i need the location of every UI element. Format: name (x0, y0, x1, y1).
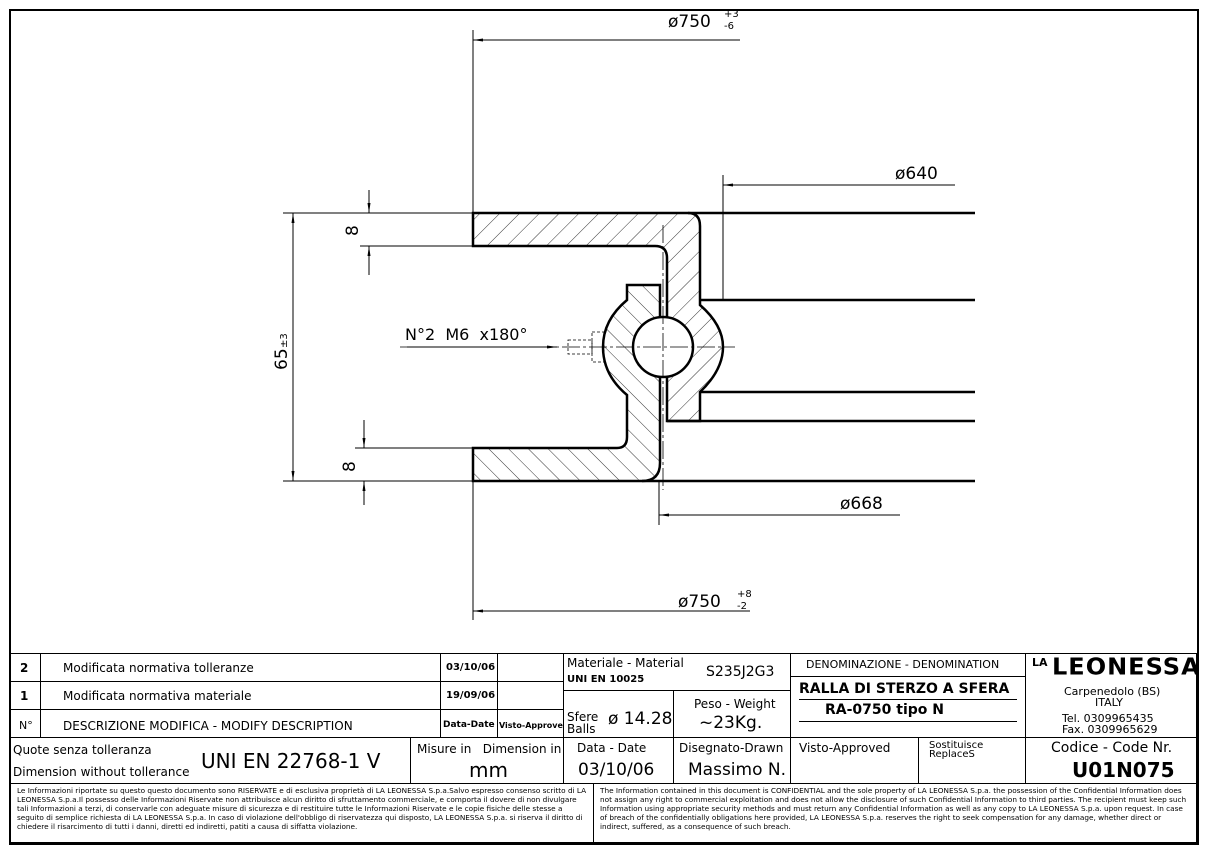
drawn-cell: Disegnato-Drawn Massimo N. (673, 737, 791, 784)
code-cell: Codice - Code Nr. U01N075 (1025, 737, 1197, 784)
inner-ring-section (471, 283, 662, 483)
drawing-frame (9, 9, 1199, 845)
rev-header-date: Data-Date (443, 720, 495, 730)
balls-label-it: Sfere (567, 710, 599, 724)
company-tel: Tel. 0309965435 (1062, 712, 1154, 725)
dim-top-750-tol-up: +3 (724, 9, 739, 20)
material-value: S235J2G3 (706, 664, 775, 680)
rev-date-cell: 19/09/06 (440, 681, 498, 710)
units-value: mm (469, 758, 508, 782)
replaces-cell: Sostituisce ReplaceS (918, 737, 1026, 784)
rev-description: Modificata normativa tolleranze (63, 661, 254, 675)
balls-value: ø 14.28 (608, 709, 673, 729)
rev-header-approved-cell: Visto-Approved (497, 709, 564, 738)
rev-header-desc-cell: DESCRIZIONE MODIFICA - MODIFY DESCRIPTIO… (40, 709, 441, 738)
dim-668: ø668 (840, 494, 883, 514)
balls-cell: Sfere Balls ø 14.28 (563, 690, 674, 738)
logo-text: LEONESSA (1052, 653, 1197, 681)
denomination-cell: DENOMINAZIONE - DENOMINATION RALLA DI ST… (790, 653, 1026, 738)
approved-label: Visto-Approved (799, 741, 891, 755)
rev-no: 2 (20, 661, 29, 675)
rev-desc-cell: Modificata normativa materiale (40, 681, 441, 710)
dim-height: 65 (272, 348, 292, 370)
material-label: Materiale - Material (567, 656, 684, 670)
drawn-label: Disegnato-Drawn (679, 741, 784, 755)
units-cell: Misure in Dimension in mm (410, 737, 564, 784)
rev-approved-cell (497, 653, 564, 682)
logo-small: LA (1032, 656, 1048, 669)
dim-top-750-tol-down: -6 (724, 21, 734, 32)
rev-header-no-cell: N° (10, 709, 41, 738)
threaded-hole-hidden (567, 331, 605, 363)
material-cell: Materiale - Material UNI EN 10025 S235J2… (563, 653, 791, 691)
dim-bottom-750-tol-down: -2 (737, 601, 747, 612)
denomination-line1: RALLA DI STERZO A SFERA (799, 681, 1010, 697)
approved-cell: Visto-Approved (790, 737, 919, 784)
date-label: Data - Date (577, 741, 647, 755)
balls-label-en: Balls (567, 722, 596, 736)
denomination-line2: RA-0750 tipo N (825, 702, 944, 718)
tolerance-label-en: Dimension without tollerance (13, 765, 190, 779)
dim-top-750: ø750 (668, 12, 711, 32)
rev-date: 19/09/06 (446, 690, 496, 701)
replaces-label-en: ReplaceS (929, 749, 975, 760)
weight-cell: Peso - Weight ~23Kg. (673, 690, 791, 738)
disclaimer-italian: Le Informazioni riportate su questo ques… (10, 783, 594, 843)
holes-note: N°2 M6 x180° (405, 325, 527, 344)
company-city: Carpenedolo (BS) (1064, 685, 1161, 698)
code-label: Codice - Code Nr. (1051, 740, 1173, 756)
rev-date: 03/10/06 (446, 662, 496, 673)
date-cell: Data - Date 03/10/06 (563, 737, 674, 784)
dim-height-tol: ±3 (279, 333, 290, 348)
rev-desc-cell: Modificata normativa tolleranze (40, 653, 441, 682)
company-fax: Fax. 0309965629 (1062, 723, 1158, 736)
dim-flange-top: 8 (343, 225, 363, 236)
weight-value: ~23Kg. (699, 713, 763, 733)
rev-description: Modificata normativa materiale (63, 689, 252, 703)
outer-ring-section (471, 211, 725, 423)
replaces-label-it: Sostituisce (929, 740, 984, 751)
material-standard: UNI EN 10025 (567, 674, 645, 685)
tolerance-standard: UNI EN 22768-1 V (201, 749, 381, 773)
code-value: U01N075 (1072, 758, 1175, 782)
denomination-label: DENOMINAZIONE - DENOMINATION (806, 658, 1000, 671)
rev-header-description: DESCRIZIONE MODIFICA - MODIFY DESCRIPTIO… (63, 719, 353, 733)
rev-header-no: N° (19, 719, 33, 732)
tolerance-label-it: Quote senza tolleranza (13, 743, 152, 757)
date-value: 03/10/06 (578, 760, 655, 780)
rev-approved-cell (497, 681, 564, 710)
company-cell: LA LEONESSA Carpenedolo (BS) ITALY Tel. … (1025, 653, 1197, 738)
dim-bottom-750: ø750 (678, 592, 721, 612)
rev-header-date-cell: Data-Date (440, 709, 498, 738)
tolerance-cell: Quote senza tolleranza Dimension without… (10, 737, 411, 784)
disclaimer-english: The Information contained in this docume… (593, 783, 1197, 843)
dim-bottom-750-tol-up: +8 (737, 589, 752, 600)
dim-640: ø640 (895, 164, 938, 184)
rev-header-approved: Visto-Approved (499, 721, 564, 730)
drawn-value: Massimo N. (688, 760, 787, 780)
rev-no-cell: 2 (10, 653, 41, 682)
dim-flange-bottom: 8 (340, 461, 360, 472)
units-label: Misure in Dimension in (417, 742, 562, 756)
rev-no-cell: 1 (10, 681, 41, 710)
rev-no: 1 (20, 689, 29, 703)
weight-label: Peso - Weight (694, 697, 776, 711)
company-country: ITALY (1095, 696, 1124, 709)
rev-date-cell: 03/10/06 (440, 653, 498, 682)
